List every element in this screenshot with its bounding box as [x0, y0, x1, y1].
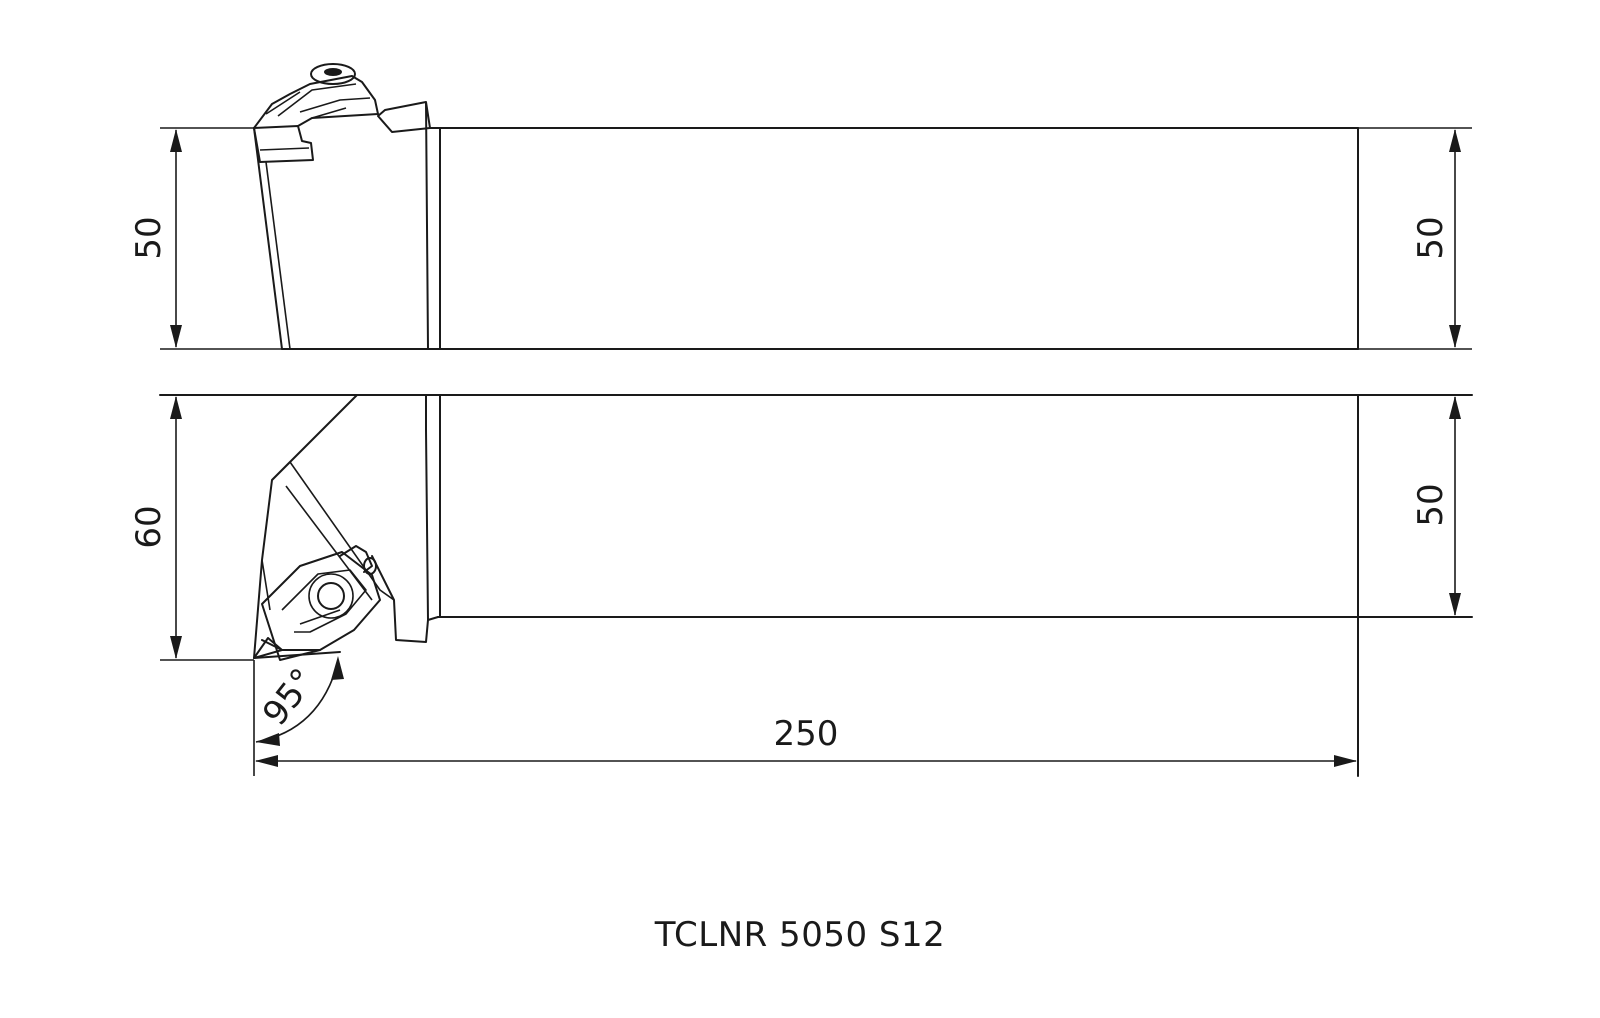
dim-label-top-right-height: 50 — [1411, 216, 1451, 259]
side-view-head-inner — [271, 461, 395, 601]
side-view-insert-triangle — [253, 637, 283, 659]
top-view-head-outline — [253, 101, 431, 350]
dim-side-shank-height: 50 — [1411, 396, 1461, 616]
side-view-insert-body — [253, 639, 341, 659]
side-view-pin-head — [363, 557, 377, 575]
dim-approach-angle: 95° — [255, 656, 344, 746]
arrowhead — [256, 733, 280, 746]
dim-top-left-height: 50 — [129, 129, 182, 348]
side-view-screw-ring — [308, 573, 354, 619]
side-view-clamp-lines — [281, 569, 367, 633]
arrowhead — [1334, 755, 1357, 767]
dim-overall-length: 250 — [255, 714, 1357, 767]
top-view-insert-edge — [259, 147, 310, 151]
top-view — [253, 63, 1359, 350]
dim-label-top-left-height: 50 — [129, 216, 169, 259]
arrowhead — [170, 636, 182, 659]
side-view-screw — [317, 582, 345, 610]
side-view — [159, 394, 1473, 777]
top-view-screw-head — [310, 63, 356, 85]
side-view-insert-pocket — [261, 551, 381, 661]
arrowhead — [170, 325, 182, 348]
top-view-screw-socket — [324, 68, 342, 76]
dim-side-head-height: 60 — [129, 396, 182, 659]
dim-label-overall-length: 250 — [774, 714, 839, 754]
arrowhead — [1449, 129, 1461, 152]
arrowhead — [1449, 593, 1461, 616]
arrowhead — [1449, 325, 1461, 348]
side-view-clamp-pin — [339, 545, 373, 573]
arrowhead — [255, 755, 278, 767]
side-view-head-front — [261, 559, 271, 611]
top-view-clamp-detail — [265, 83, 371, 119]
dim-top-right-height: 50 — [1411, 129, 1461, 348]
arrowhead — [170, 396, 182, 419]
arrowhead — [331, 656, 344, 680]
arrowhead — [1449, 396, 1461, 419]
dim-label-approach-angle: 95° — [255, 661, 324, 733]
tool-designation: TCLNR 5050 S12 — [654, 915, 946, 955]
dim-label-side-head-height: 60 — [129, 505, 169, 548]
arrowhead — [170, 129, 182, 152]
top-view-head-inner-line — [265, 161, 291, 350]
top-view-clamp — [253, 75, 379, 129]
side-view-head-outline — [253, 394, 439, 659]
top-view-insert — [253, 125, 314, 163]
dim-label-side-shank-height: 50 — [1411, 483, 1451, 526]
